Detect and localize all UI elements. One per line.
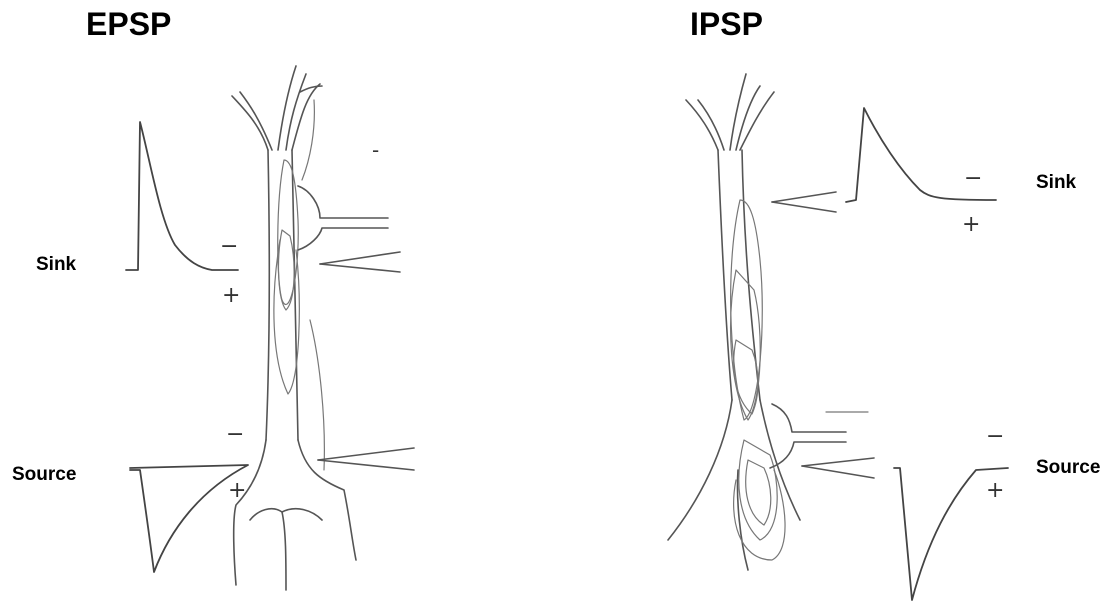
ipsp-source-minus-sign: − bbox=[986, 426, 1004, 448]
ipsp-neuron bbox=[668, 74, 874, 570]
epsp-source-waveform bbox=[130, 465, 248, 572]
ipsp-sink-minus-sign: − bbox=[964, 168, 982, 190]
ipsp-sink-label: Sink bbox=[1036, 172, 1076, 194]
epsp-neuron bbox=[232, 66, 414, 590]
ipsp-source-label: Source bbox=[1036, 457, 1100, 479]
ipsp-sink-plus-sign: + bbox=[962, 214, 980, 236]
ipsp-source-plus-sign: + bbox=[986, 480, 1004, 502]
epsp-sink-waveform bbox=[126, 122, 238, 270]
ipsp-title: IPSP bbox=[690, 6, 763, 43]
